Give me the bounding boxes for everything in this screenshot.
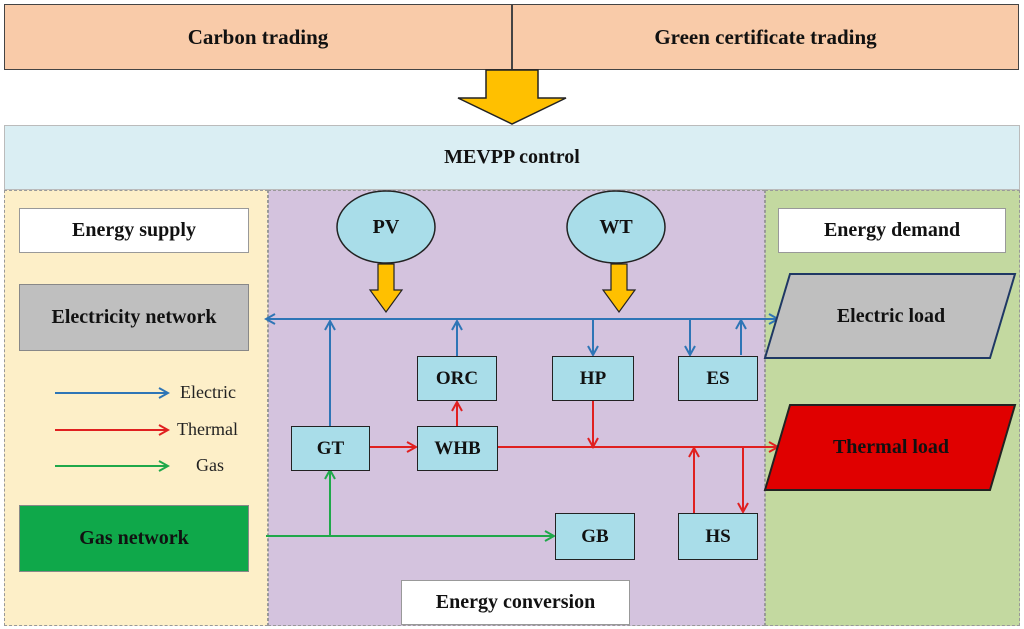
- electric-load-shape: [763, 273, 1017, 359]
- legend-electric-label: Electric: [180, 382, 236, 402]
- market-signal-arrow: [457, 69, 567, 125]
- wt-label: WT: [599, 215, 633, 238]
- mevpp-control-bar: MEVPP control: [4, 125, 1020, 190]
- green-certificate-trading-box: Green certificate trading: [512, 4, 1019, 70]
- thermal-load-label: Thermal load: [832, 436, 950, 458]
- energy-supply-header: Energy supply: [19, 208, 249, 253]
- gt-box: GT: [291, 426, 370, 471]
- pv-label: PV: [372, 215, 400, 238]
- orc-box: ORC: [417, 356, 497, 401]
- legend-gas-label: Gas: [196, 455, 224, 475]
- pv-input-arrow: [368, 263, 404, 314]
- es-box: ES: [678, 356, 758, 401]
- gas-network-box: Gas network: [19, 505, 249, 572]
- wt-input-arrow: [601, 263, 637, 314]
- legend-thermal-label: Thermal: [177, 419, 238, 439]
- whb-box: WHB: [417, 426, 498, 471]
- energy-conversion-header: Energy conversion: [401, 580, 630, 625]
- hs-box: HS: [678, 513, 758, 560]
- wt-ellipse: [566, 190, 666, 264]
- pv-ellipse: [336, 190, 436, 264]
- electric-load-label: Electric load: [836, 304, 946, 327]
- carbon-trading-box: Carbon trading: [4, 4, 512, 70]
- hp-box: HP: [552, 356, 634, 401]
- energy-demand-header: Energy demand: [778, 208, 1006, 253]
- thermal-load-shape: [763, 404, 1017, 491]
- electricity-network-box: Electricity network: [19, 284, 249, 351]
- gb-box: GB: [555, 513, 635, 560]
